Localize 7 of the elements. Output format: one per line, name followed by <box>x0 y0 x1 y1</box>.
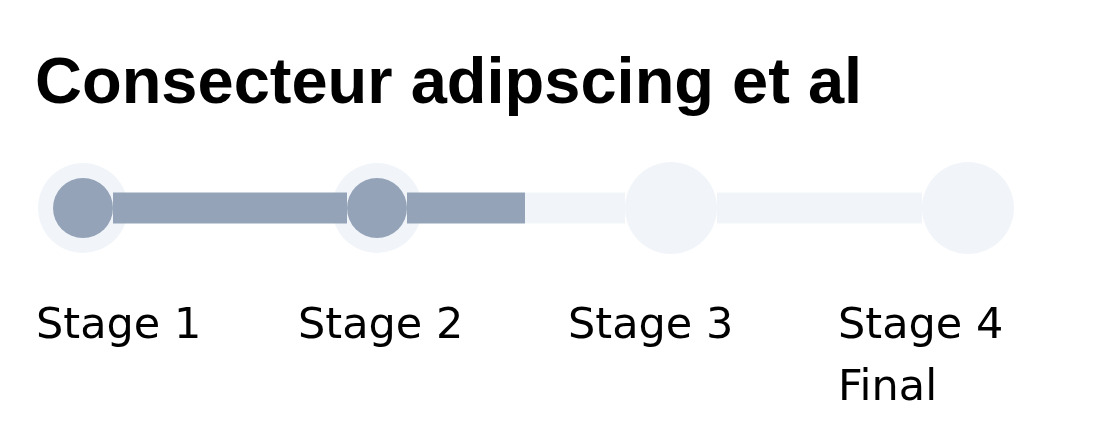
stage-label: Stage 2 <box>298 297 464 350</box>
stage-label: Stage 1 <box>36 297 202 350</box>
connector-line <box>113 192 347 224</box>
connector-line <box>525 192 625 224</box>
stage-label: Stage 4 Final <box>838 297 1005 412</box>
connector-line <box>407 192 525 224</box>
stage-label: Stage 3 <box>568 297 734 350</box>
